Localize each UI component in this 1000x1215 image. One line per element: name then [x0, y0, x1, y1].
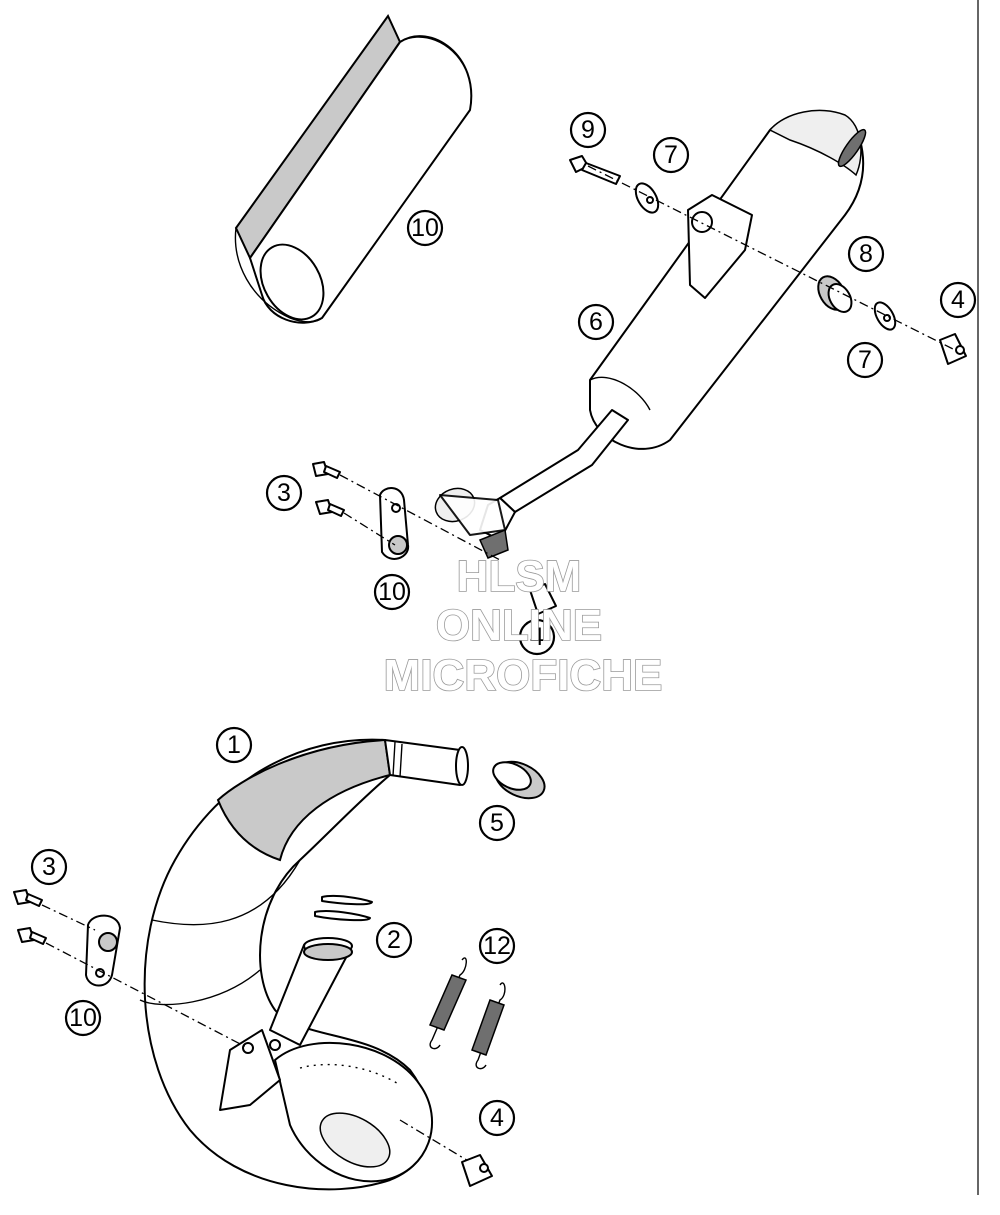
callout-5-label: 5	[490, 809, 504, 837]
part-4-clip-upper	[939, 333, 967, 365]
part-7-washer-upper	[634, 182, 660, 214]
part-6-silencer	[434, 109, 867, 559]
part-1-exhaust-pipe	[139, 738, 469, 1191]
callout-10-lower-label: 10	[69, 1004, 97, 1032]
callout-12: 12	[478, 927, 516, 965]
callout-4-upper: 4	[939, 281, 977, 319]
callout-11: 10	[406, 209, 444, 247]
part-2-o-rings	[314, 894, 373, 922]
callout-2: 2	[375, 921, 413, 959]
callout-3-lower: 3	[30, 848, 68, 886]
callout-1: 1	[215, 726, 253, 764]
part-11-sleeve	[234, 14, 473, 324]
callout-7-upper-label: 7	[664, 141, 678, 169]
callout-4-upper-label: 4	[951, 286, 965, 314]
part-7-washer-lower	[873, 301, 897, 331]
watermark-line-2: ONLINE	[436, 601, 602, 650]
callout-10-lower: 10	[64, 999, 102, 1037]
callout-8-label: 8	[859, 240, 873, 268]
callout-5: 5	[478, 804, 516, 842]
callout-1-label: 1	[227, 731, 241, 759]
part-5-seal	[492, 760, 546, 800]
callout-7-lower-label: 7	[858, 346, 872, 374]
assembly-axis-mid	[339, 474, 501, 561]
callout-4-middle: 4	[518, 618, 556, 656]
callout-9-label: 9	[581, 116, 595, 144]
callout-3-upper: 3	[265, 474, 303, 512]
part-10-bracket-upper	[379, 487, 410, 560]
callout-3-lower-label: 3	[42, 853, 56, 881]
assembly-axis-lower-3	[399, 1119, 476, 1166]
callout-8: 8	[847, 235, 885, 273]
callout-9: 9	[569, 111, 607, 149]
callout-11-label: 10	[411, 214, 439, 242]
callout-3-upper-label: 3	[277, 479, 291, 507]
part-8-grommet	[817, 275, 853, 313]
callout-6: 6	[577, 303, 615, 341]
part-4-clip-middle	[529, 583, 557, 615]
callout-4-middle-label: 4	[530, 623, 544, 651]
callout-7-upper: 7	[652, 136, 690, 174]
callout-7-lower: 7	[846, 341, 884, 379]
callout-4-lower: 4	[478, 1099, 516, 1137]
callout-10-upper-label: 10	[378, 578, 406, 606]
callout-4-lower-label: 4	[490, 1104, 504, 1132]
callout-12-label: 12	[483, 932, 511, 960]
watermark-line-1: HLSM	[457, 552, 582, 601]
callout-10-upper: 10	[373, 573, 411, 611]
part-12-springs	[428, 957, 506, 1070]
assembly-axis-silencer	[587, 165, 956, 351]
part-3-bolts-lower	[13, 889, 47, 945]
watermark-line-3: MICROFICHE	[384, 651, 663, 700]
callout-6-label: 6	[589, 308, 603, 336]
part-3-bolts-upper	[312, 461, 345, 517]
callout-2-label: 2	[387, 926, 401, 954]
part-10-bracket-lower	[85, 914, 121, 987]
watermark: HLSM ONLINE MICROFICHE	[383, 551, 663, 701]
part-4-clip-lower	[461, 1154, 493, 1187]
